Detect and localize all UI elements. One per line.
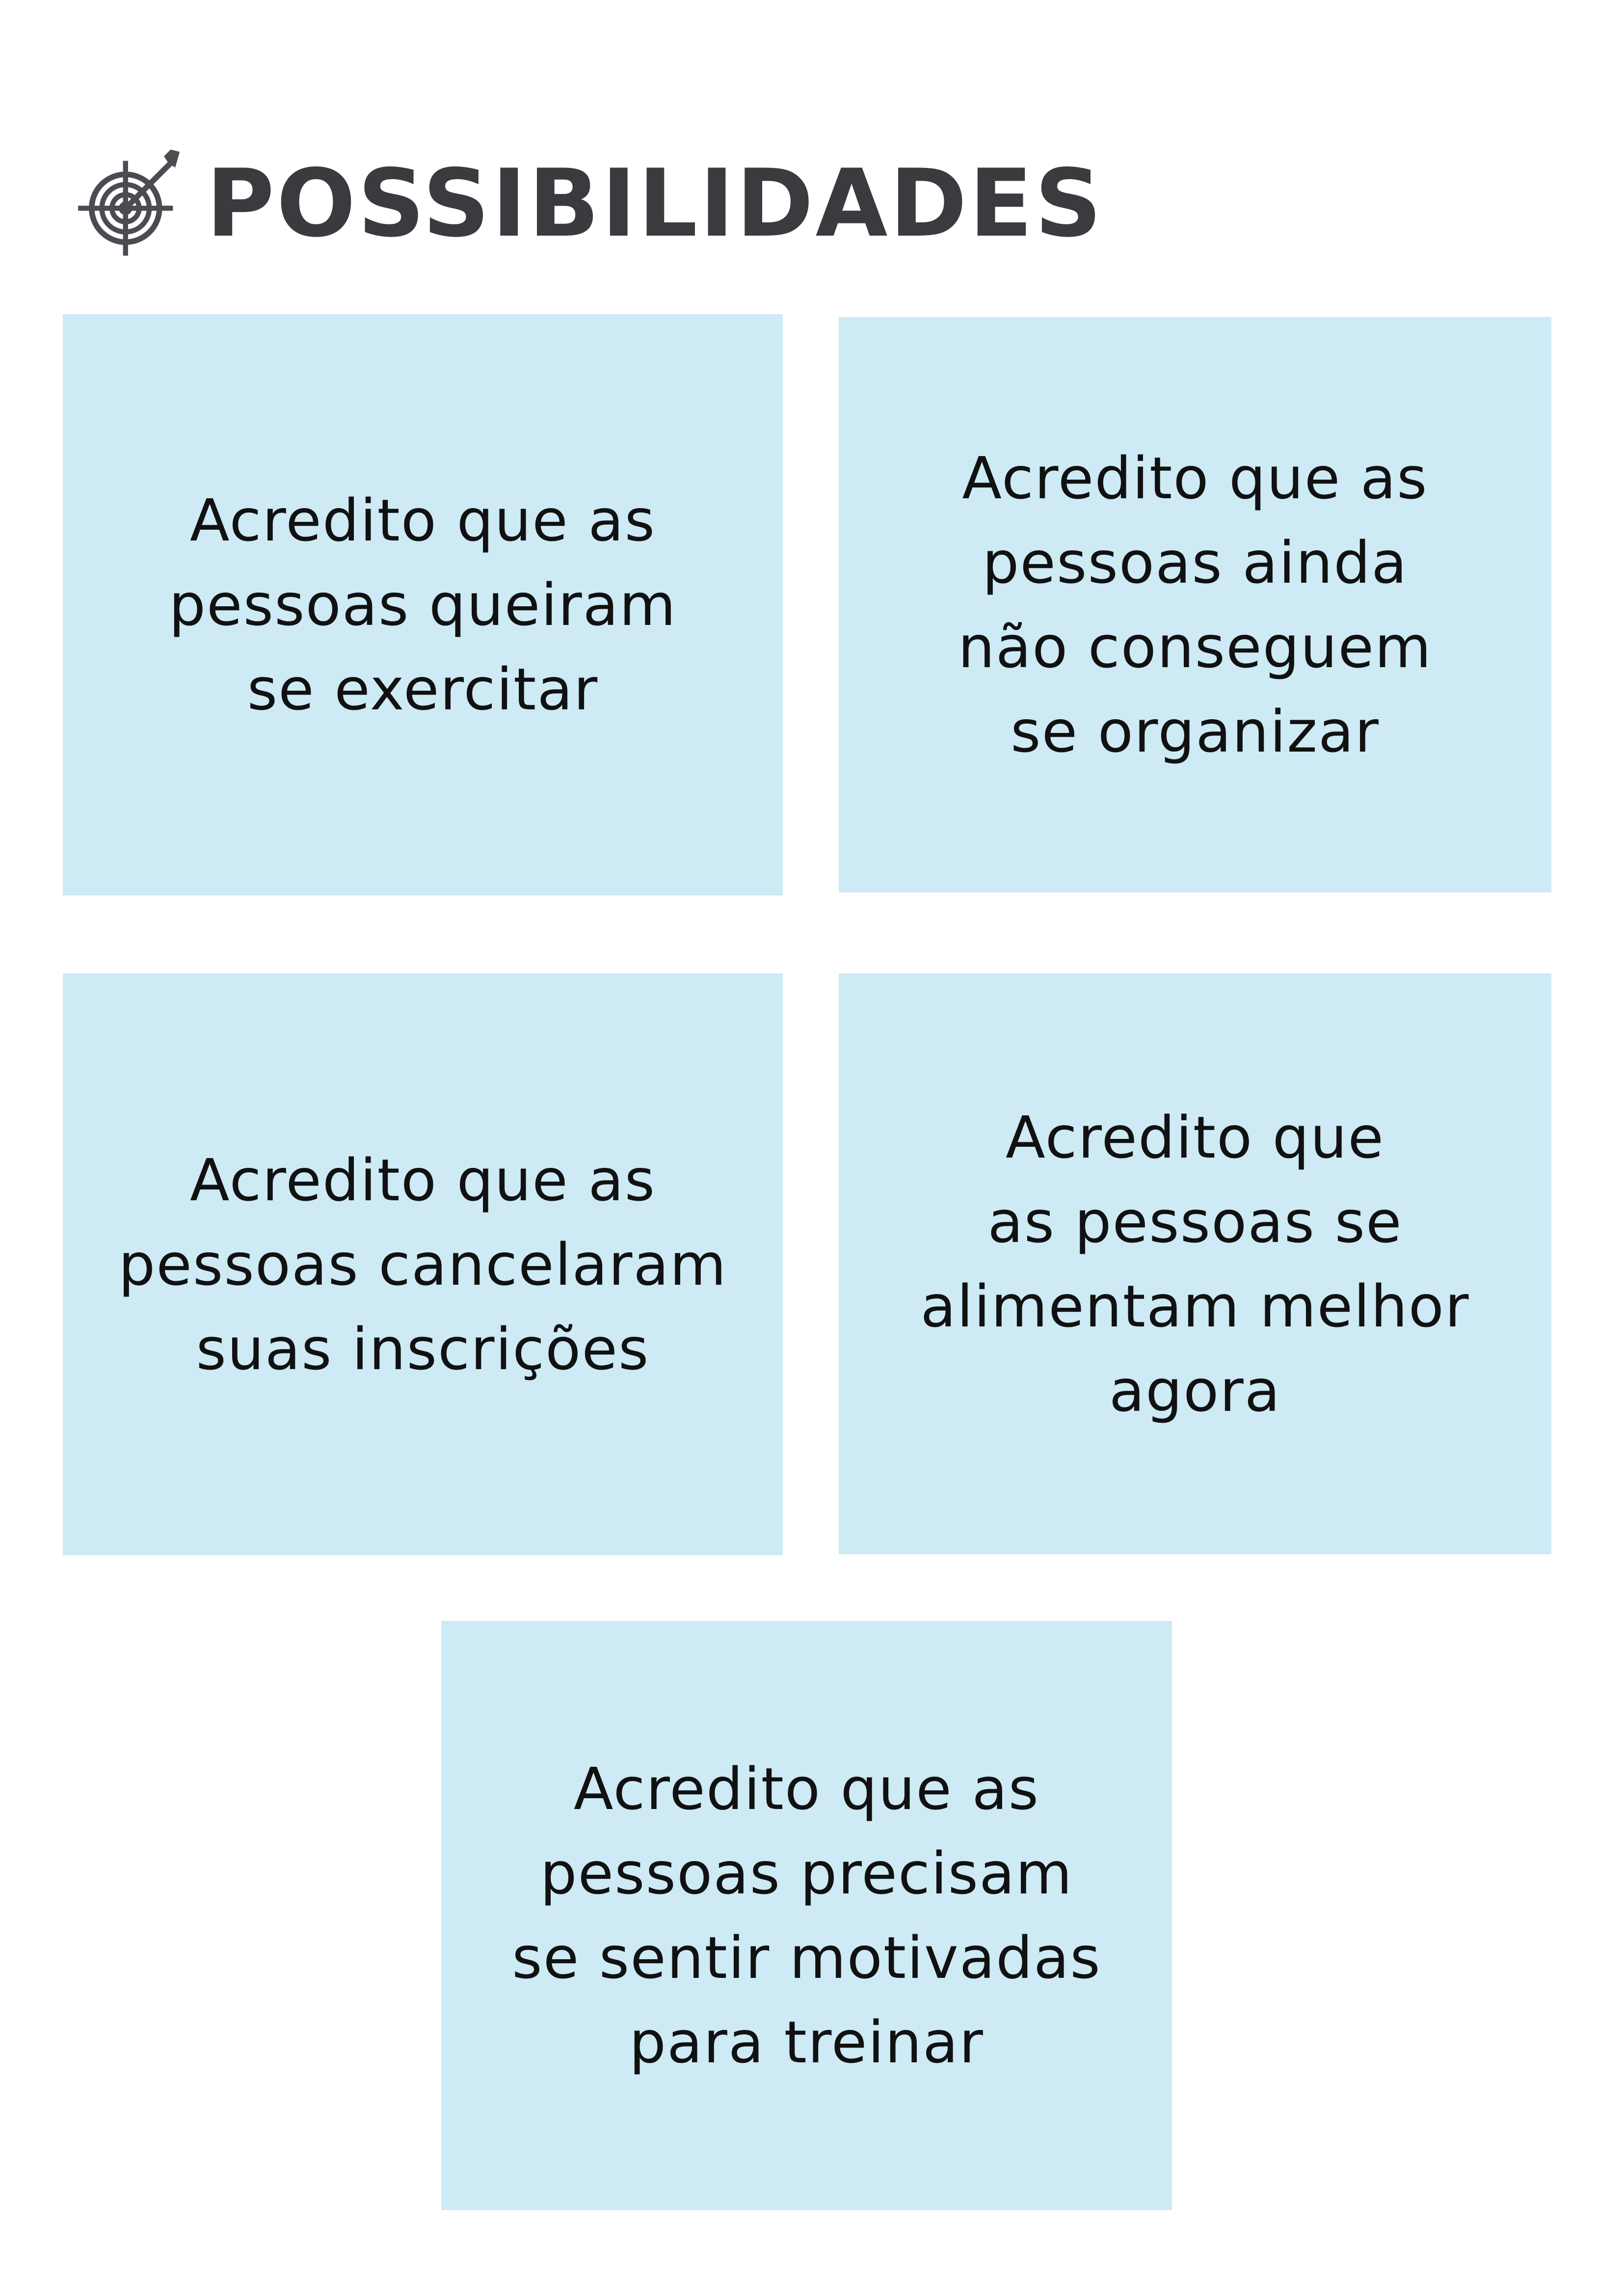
card-text: Acredito que as pessoas cancelaram suas …	[118, 1138, 727, 1391]
card-text: Acredito que as pessoas se alimentam mel…	[920, 1095, 1469, 1433]
card-line: pessoas queiram	[169, 571, 677, 639]
card-line: se sentir motivadas	[512, 1924, 1101, 1992]
card-line: Acredito que as	[189, 1146, 656, 1214]
card-text: Acredito que as pessoas precisam se sent…	[512, 1747, 1101, 2084]
card-text: Acredito que as pessoas queiram se exerc…	[169, 478, 677, 731]
card-line: suas inscrições	[196, 1315, 650, 1383]
card-line: agora	[1109, 1356, 1281, 1425]
possibility-card: Acredito que as pessoas precisam se sent…	[441, 1621, 1172, 2210]
possibility-card: Acredito que as pessoas queiram se exerc…	[63, 314, 783, 895]
card-line: Acredito que as	[573, 1755, 1040, 1823]
card-line: não conseguem	[958, 613, 1432, 681]
page-header: POSSIBILIDADES	[74, 142, 1104, 265]
page-title: POSSIBILIDADES	[206, 149, 1104, 258]
card-line: Acredito que	[1005, 1103, 1384, 1171]
possibility-card: Acredito que as pessoas se alimentam mel…	[839, 973, 1551, 1554]
card-line: pessoas ainda	[982, 529, 1408, 596]
target-icon	[78, 149, 180, 256]
possibility-card: Acredito que as pessoas cancelaram suas …	[63, 973, 783, 1555]
card-line: as pessoas se	[987, 1188, 1403, 1256]
card-line: pessoas cancelaram	[118, 1230, 727, 1298]
card-line: Acredito que as	[962, 444, 1428, 512]
card-line: alimentam melhor	[920, 1272, 1470, 1340]
card-text: Acredito que as pessoas ainda não conseg…	[958, 436, 1432, 774]
card-line: para treinar	[629, 2008, 984, 2076]
card-line: pessoas precisam	[540, 1839, 1073, 1907]
card-line: Acredito que as	[189, 486, 656, 554]
card-line: se organizar	[1011, 698, 1380, 765]
card-line: se exercitar	[247, 655, 599, 723]
possibility-card: Acredito que as pessoas ainda não conseg…	[839, 317, 1551, 892]
